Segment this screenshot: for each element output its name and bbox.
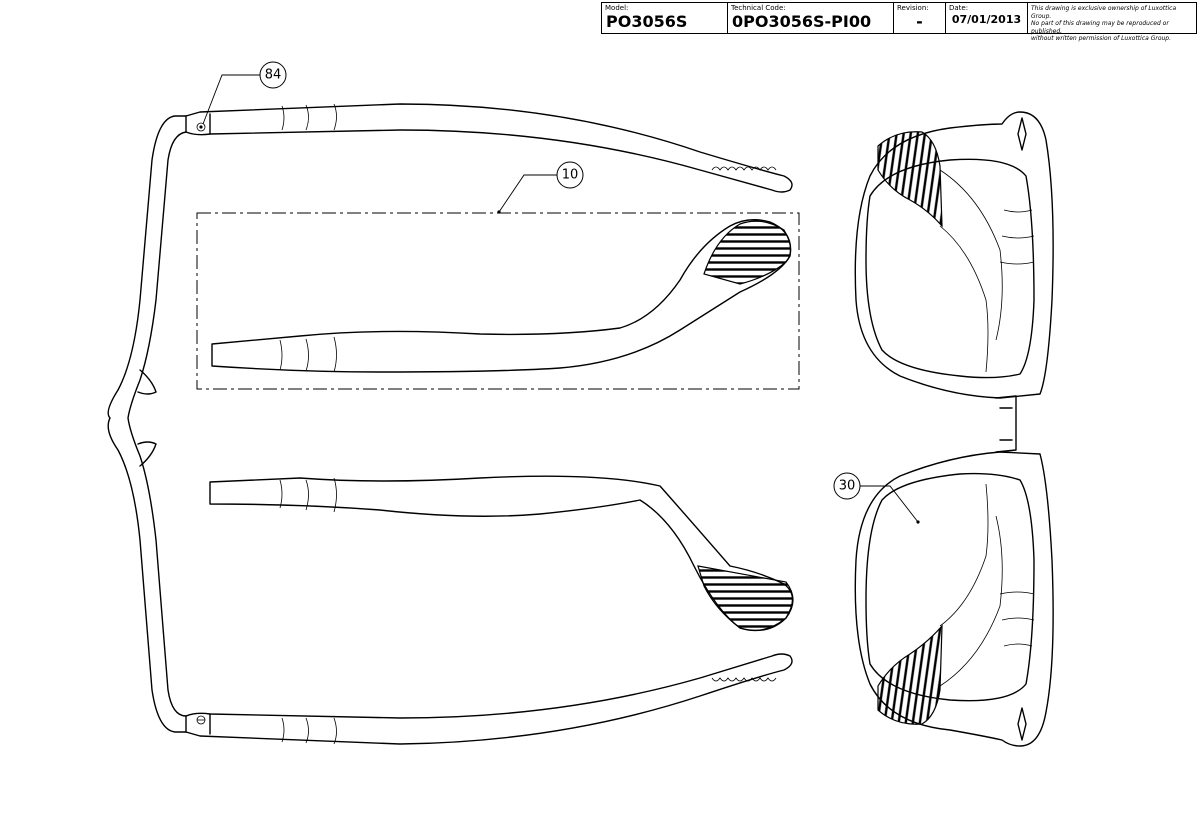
callouts: 84 10 30 bbox=[202, 61, 920, 524]
front-view bbox=[854, 111, 1054, 747]
notice-line-3: without written permission of Luxottica … bbox=[1031, 35, 1172, 42]
model-label: Model: bbox=[605, 4, 629, 12]
lower-hinge bbox=[185, 713, 211, 735]
upper-temple-through-lens bbox=[939, 169, 1003, 373]
upper-hinge-screw bbox=[196, 122, 206, 132]
technical-code-label: Technical Code: bbox=[731, 4, 786, 12]
frame-front-inner bbox=[127, 131, 187, 717]
ownership-notice: This drawing is exclusive ownership of L… bbox=[1028, 3, 1196, 42]
lower-temple-ring-1 bbox=[281, 717, 285, 743]
callout-30-leader bbox=[860, 485, 919, 523]
model-cell: Model: PO3056S bbox=[602, 3, 728, 33]
notice-line-2: No part of this drawing may be reproduce… bbox=[1031, 20, 1169, 35]
technical-code-value: 0PO3056S-PI00 bbox=[732, 12, 872, 31]
upper-hinge-screw-center bbox=[199, 125, 203, 129]
nose-bridge-bottom bbox=[137, 441, 157, 467]
callout-10-label: 10 bbox=[562, 168, 579, 183]
upper-lens-ring-3 bbox=[999, 261, 1035, 265]
upper-temple-ring-1 bbox=[281, 105, 285, 131]
lower-temple-ring-2 bbox=[305, 717, 309, 744]
revision-cell: Revision: - bbox=[894, 3, 946, 33]
upper-hinge-hatch bbox=[877, 131, 943, 228]
upper-lens-ring-2 bbox=[1001, 235, 1035, 239]
bridge bbox=[995, 395, 1017, 453]
upper-temple-ring-3 bbox=[333, 103, 337, 131]
callout-30-balloon bbox=[833, 472, 861, 500]
lower-temple-through-lens bbox=[939, 483, 1003, 687]
callout-10-leader bbox=[498, 174, 557, 213]
date-label: Date: bbox=[949, 4, 969, 12]
notice-line-1: This drawing is exclusive ownership of L… bbox=[1031, 5, 1177, 20]
upper-temple-top-view bbox=[185, 103, 793, 193]
lower-lens-ring-2 bbox=[1001, 617, 1035, 621]
temple-side-view-lower bbox=[209, 475, 794, 632]
temple-detail-box bbox=[196, 212, 800, 390]
lower-arrow-ornament bbox=[1017, 707, 1027, 741]
title-block: Model: PO3056S Technical Code: 0PO3056S-… bbox=[601, 2, 1197, 42]
nose-bridge-top bbox=[137, 369, 157, 395]
callout-84-balloon bbox=[259, 61, 287, 89]
callout-10-balloon bbox=[556, 161, 584, 189]
temple-side-lower-ring-2 bbox=[305, 479, 309, 511]
callout-10-dot bbox=[497, 210, 501, 214]
temple-tip-hatch-upper bbox=[703, 220, 792, 285]
temple-side-ring-3 bbox=[333, 336, 337, 373]
temple-side-ring-1 bbox=[279, 339, 283, 371]
side-views bbox=[196, 212, 800, 632]
revision-label: Revision: bbox=[897, 4, 929, 12]
lower-lens-ring-1 bbox=[1003, 643, 1033, 647]
model-value: PO3056S bbox=[606, 12, 688, 31]
frame-front-outer bbox=[107, 115, 187, 733]
callout-84-leader bbox=[202, 74, 260, 125]
top-view bbox=[107, 103, 793, 745]
temple-side-ring-2 bbox=[305, 338, 309, 372]
temple-side-lower-ring-1 bbox=[279, 479, 283, 509]
lower-temple-ring-3 bbox=[333, 717, 337, 745]
upper-lens-ring-1 bbox=[1003, 209, 1033, 213]
callout-84-label: 84 bbox=[265, 68, 282, 83]
upper-temple-ring-2 bbox=[305, 104, 309, 131]
upper-rim-inner bbox=[865, 158, 1035, 379]
temple-side-view-upper bbox=[211, 219, 792, 373]
lower-hinge-hatch bbox=[877, 624, 943, 725]
upper-temple-grip bbox=[711, 166, 777, 171]
date-value: 07/01/2013 bbox=[951, 13, 1022, 26]
lower-lens-ring-3 bbox=[999, 591, 1035, 595]
temple-side-lower-ring-3 bbox=[333, 477, 337, 513]
lower-rim-inner bbox=[865, 472, 1035, 702]
temple-tip-hatch-lower bbox=[697, 565, 794, 631]
lower-temple-grip bbox=[711, 677, 777, 682]
callout-30-label: 30 bbox=[839, 479, 856, 494]
callout-30-dot bbox=[916, 520, 920, 524]
upper-arrow-ornament bbox=[1017, 117, 1027, 151]
revision-value: - bbox=[916, 12, 923, 31]
technical-code-cell: Technical Code: 0PO3056S-PI00 bbox=[728, 3, 894, 33]
date-cell: Date: 07/01/2013 bbox=[946, 3, 1028, 33]
upper-hinge bbox=[185, 113, 211, 135]
lower-temple-top-view bbox=[185, 653, 793, 745]
